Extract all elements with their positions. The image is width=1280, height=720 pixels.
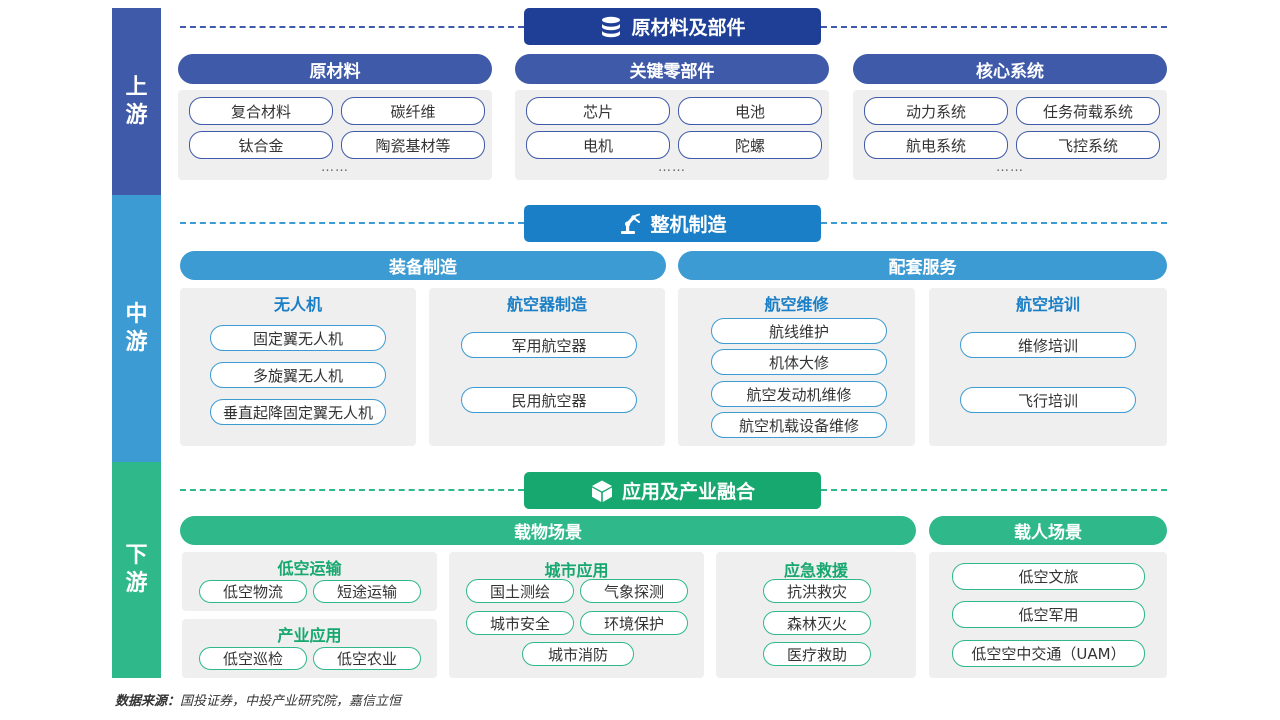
downstream-panel-title: 应急救援 [783,561,848,580]
upstream-group-title: 关键零部件 [629,61,715,82]
downstream-chip: 城市安全 [466,611,574,635]
downstream-panel-title: 城市应用 [544,561,609,580]
midstream-panel-title: 航空培训 [1015,295,1080,314]
source-label: 数据来源： [115,694,181,709]
midstream-chip: 航线维护 [711,318,887,344]
downstream-chip: 低空军用 [952,601,1145,628]
midstream-panel-title: 航空维修 [764,295,829,314]
midstream-section-title: 装备制造 [389,258,457,278]
stage-upstream-label: 上游 [125,74,148,128]
cube-icon [591,480,612,502]
downstream-chip: 低空文旅 [952,563,1145,590]
midstream-section-header: 配套服务 [678,251,1167,280]
upstream-divider-right [821,26,1167,28]
downstream-chip: 抗洪救灾 [763,579,871,603]
upstream-group-header: 核心系统 [853,54,1167,84]
database-icon [602,16,621,37]
downstream-panel-title: 低空运输 [277,559,342,578]
downstream-chip: 低空农业 [313,647,421,670]
midstream-panel [929,288,1167,446]
downstream-chip: 低空物流 [199,580,307,603]
stage-downstream: 下游 [112,462,161,678]
upstream-group-header: 原材料 [178,54,492,84]
downstream-panel-title: 产业应用 [277,626,342,645]
downstream-divider-left [180,489,524,491]
upstream-divider-left [180,26,524,28]
source-text: 国投证券，中投产业研究院，嘉信立恒 [180,694,402,709]
downstream-chip: 气象探测 [580,579,688,603]
downstream-chip: 国土测绘 [466,579,574,603]
upstream-chip: 陀螺 [678,131,822,159]
midstream-section-header: 装备制造 [180,251,666,280]
downstream-chip: 低空巡检 [199,647,307,670]
midstream-section-title: 配套服务 [888,258,957,278]
downstream-chip: 城市消防 [522,642,634,666]
downstream-divider-right [821,489,1167,491]
midstream-banner: 整机制造 [524,205,821,242]
midstream-panel-title: 无人机 [273,295,322,314]
upstream-chip: 电机 [526,131,670,159]
upstream-more: …… [996,160,1024,175]
midstream-chip: 民用航空器 [461,387,637,413]
midstream-chip: 垂直起降固定翼无人机 [210,399,386,425]
upstream-group-header: 关键零部件 [515,54,829,84]
downstream-banner: 应用及产业融合 [524,472,821,509]
stage-upstream: 上游 [112,8,161,195]
midstream-banner-title: 整机制造 [650,214,727,236]
upstream-more: …… [321,160,349,175]
midstream-chip: 飞行培训 [960,387,1136,413]
downstream-section-header: 载人场景 [929,516,1167,545]
midstream-chip: 军用航空器 [461,332,637,358]
downstream-section-title: 载物场景 [514,523,582,543]
upstream-banner-title: 原材料及部件 [631,17,746,39]
midstream-chip: 多旋翼无人机 [210,362,386,388]
downstream-chip: 医疗救助 [763,642,871,666]
upstream-chip: 芯片 [526,97,670,125]
downstream-chip: 环境保护 [580,611,688,635]
upstream-chip: 电池 [678,97,822,125]
midstream-chip: 航空机载设备维修 [711,412,887,438]
midstream-panel-title: 航空器制造 [506,295,587,314]
downstream-chip: 低空空中交通（UAM） [952,640,1145,667]
upstream-chip: 碳纤维 [341,97,485,125]
upstream-chip: 任务荷载系统 [1016,97,1160,125]
downstream-banner-title: 应用及产业融合 [621,481,755,503]
downstream-section-title: 载人场景 [1014,523,1082,543]
downstream-chip: 短途运输 [313,580,421,603]
stage-midstream-label: 中游 [125,301,148,355]
midstream-chip: 航空发动机维修 [711,381,887,407]
upstream-chip: 航电系统 [864,131,1008,159]
midstream-chip: 固定翼无人机 [210,325,386,351]
midstream-divider-left [180,222,524,224]
midstream-chip: 维修培训 [960,332,1136,358]
upstream-chip: 复合材料 [189,97,333,125]
upstream-chip: 飞控系统 [1016,131,1160,159]
upstream-chip: 陶瓷基材等 [341,131,485,159]
upstream-chip: 动力系统 [864,97,1008,125]
upstream-more: …… [658,160,686,175]
downstream-chip: 森林灭火 [763,611,871,635]
upstream-banner: 原材料及部件 [524,8,821,45]
source-note: 数据来源：国投证券，中投产业研究院，嘉信立恒 [115,690,401,709]
midstream-chip: 机体大修 [711,349,887,375]
midstream-panel [429,288,665,446]
upstream-group-title: 核心系统 [976,61,1044,82]
midstream-divider-right [821,222,1167,224]
stage-midstream: 中游 [112,195,161,462]
stage-downstream-label: 下游 [125,543,148,596]
upstream-chip: 钛合金 [189,131,333,159]
upstream-group-title: 原材料 [309,61,361,82]
robot-arm-icon [621,213,641,234]
downstream-section-header: 载物场景 [180,516,916,545]
